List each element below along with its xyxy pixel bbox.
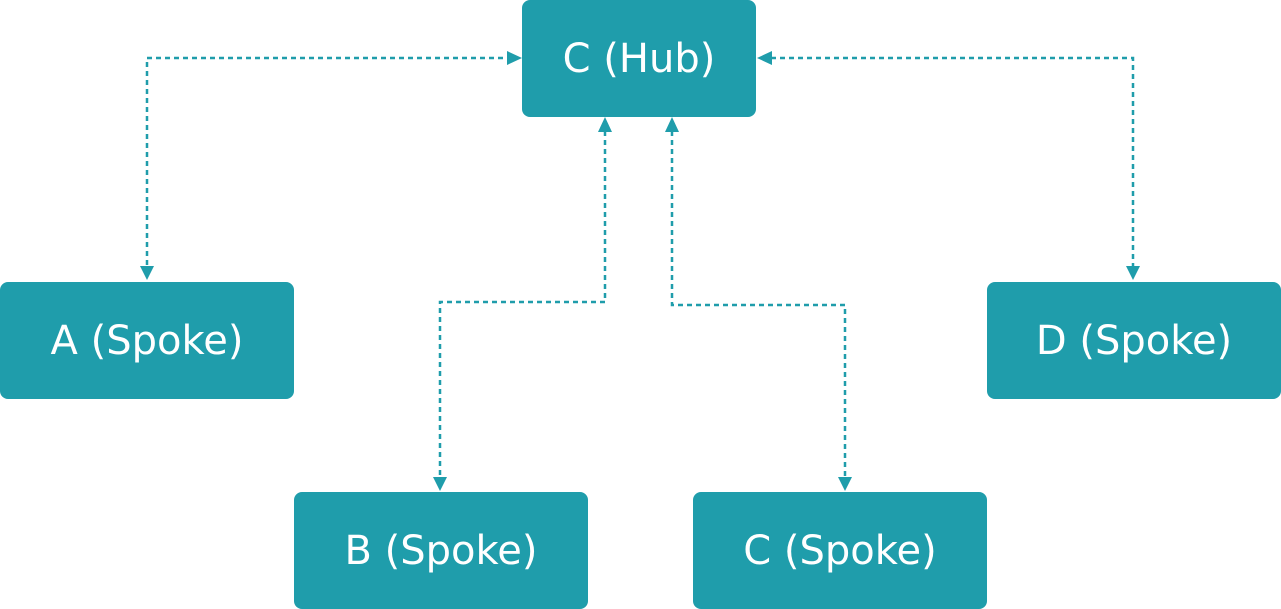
connector-hub-c — [665, 117, 852, 491]
arrowhead-hub-bottom-right — [665, 117, 679, 132]
connector-hub-d — [757, 51, 1140, 280]
spoke-node-c-label: C (Spoke) — [743, 527, 937, 574]
arrowhead-spoke-c — [838, 477, 852, 491]
hub-node: C (Hub) — [522, 0, 756, 117]
arrowhead-spoke-a — [140, 266, 154, 280]
arrowhead-spoke-d — [1126, 266, 1140, 280]
arrowhead-spoke-b — [433, 477, 447, 491]
spoke-node-b-label: B (Spoke) — [344, 527, 538, 574]
spoke-node-b: B (Spoke) — [294, 492, 588, 609]
arrowhead-hub-left — [507, 51, 522, 65]
spoke-node-d-label: D (Spoke) — [1035, 317, 1233, 364]
arrowhead-hub-right — [757, 51, 772, 65]
spoke-node-a: A (Spoke) — [0, 282, 294, 399]
connector-hub-a — [140, 51, 522, 280]
arrowhead-hub-bottom-left — [598, 117, 612, 132]
connector-hub-b — [433, 117, 612, 491]
spoke-node-d: D (Spoke) — [987, 282, 1281, 399]
spoke-node-a-label: A (Spoke) — [50, 317, 244, 364]
spoke-node-c: C (Spoke) — [693, 492, 987, 609]
hub-node-label: C (Hub) — [562, 35, 716, 82]
